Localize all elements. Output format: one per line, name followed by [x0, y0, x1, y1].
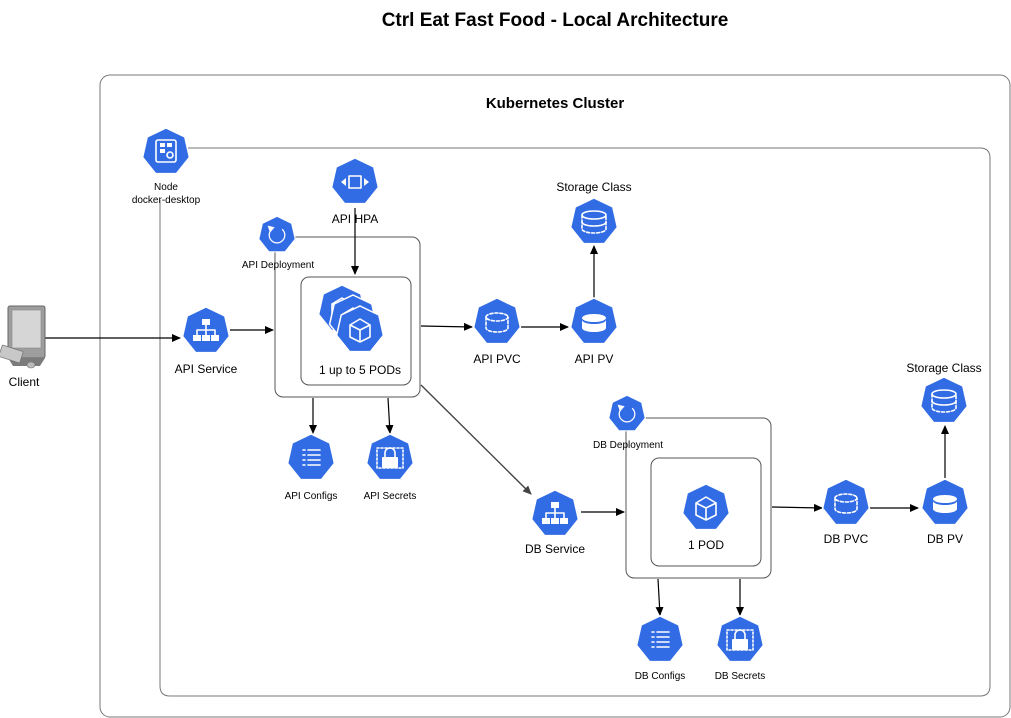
- node-label: Node: [154, 182, 178, 193]
- edge-deployment-to-db-pvc: [771, 503, 823, 512]
- node-hostname: docker-desktop: [132, 195, 201, 206]
- edge-api-deployment-to-db-service: [420, 384, 532, 495]
- deployment-icon: [258, 215, 296, 253]
- storage-class-icon: [569, 197, 619, 245]
- db-pvc-label: DB PVC: [824, 532, 869, 546]
- pv-icon: [920, 478, 970, 526]
- secret-lock-icon: [715, 615, 765, 663]
- service-icon: [530, 489, 580, 537]
- api-deployment-label: API Deployment: [242, 260, 314, 271]
- api-pvc-label: API PVC: [473, 352, 521, 366]
- api-configs-label: API Configs: [285, 491, 338, 502]
- edge-deployment-to-db-configs: [655, 578, 664, 616]
- secret-lock-icon: [365, 433, 415, 481]
- db-service-label: DB Service: [525, 542, 585, 556]
- service-icon: [181, 306, 231, 354]
- db-secrets-label: DB Secrets: [715, 671, 766, 682]
- pvc-icon: [821, 478, 871, 526]
- computer-icon[interactable]: [0, 305, 46, 369]
- api-secrets-label: API Secrets: [364, 491, 417, 502]
- storage-class-icon: [919, 376, 969, 424]
- api-storage-class-label: Storage Class: [556, 180, 631, 194]
- cluster-boundary: [99, 74, 1011, 718]
- edge-deployment-to-api-secrets: [385, 397, 394, 434]
- db-pod-box: [650, 457, 762, 567]
- api-deployment-box: [274, 236, 421, 398]
- db-configs-label: DB Configs: [635, 671, 686, 682]
- edge-deployment-to-api-pvc: [420, 322, 473, 331]
- node-boundary: [159, 147, 991, 697]
- api-pv-label: API PV: [575, 352, 614, 366]
- configmap-icon: [286, 433, 336, 481]
- db-storage-class-label: Storage Class: [906, 361, 981, 375]
- hpa-icon: [330, 157, 380, 205]
- diagram-title: Ctrl Eat Fast Food - Local Architecture: [382, 10, 729, 31]
- pods-icon: [317, 284, 385, 353]
- node-icon: [141, 127, 191, 175]
- api-hpa-label: API HPA: [332, 212, 378, 226]
- cluster-label: Kubernetes Cluster: [486, 95, 625, 112]
- db-pv-label: DB PV: [927, 532, 963, 546]
- api-pods-box: [300, 276, 412, 386]
- db-deployment-label: DB Deployment: [593, 440, 663, 451]
- api-pods-label: 1 up to 5 PODs: [319, 363, 401, 377]
- pv-icon: [569, 297, 619, 345]
- pod-icon: [681, 483, 731, 531]
- db-pod-label: 1 POD: [688, 538, 724, 552]
- client-label: Client: [9, 375, 40, 389]
- deployment-icon: [608, 394, 646, 432]
- configmap-icon: [635, 615, 685, 663]
- db-deployment-box: [625, 417, 772, 579]
- pvc-icon: [472, 297, 522, 345]
- api-service-label: API Service: [175, 362, 238, 376]
